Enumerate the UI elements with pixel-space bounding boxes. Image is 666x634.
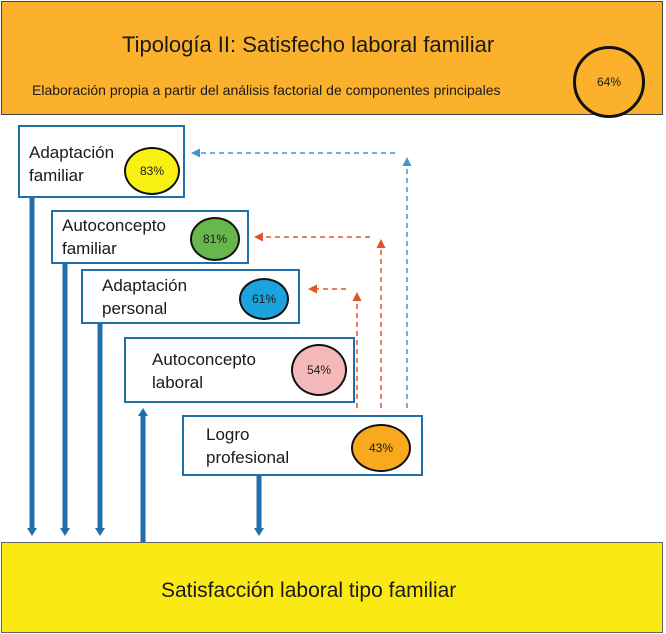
box-adaptacion-personal-label: Adaptación personal — [102, 276, 188, 318]
box-adaptacion-familiar: Adaptación familiar 83% — [18, 125, 185, 198]
box-autoconcepto-laboral-percent-badge: 54% — [291, 344, 347, 396]
header-percent: 64% — [596, 75, 622, 89]
box-autoconcepto-familiar-percent-badge: 81% — [190, 217, 240, 261]
box-adaptacion-familiar-percent: 83% — [139, 164, 165, 178]
box-autoconcepto-laboral: Autoconcepto laboral 54% — [124, 337, 355, 403]
footer-label: Satisfacción laboral tipo familiar — [161, 579, 457, 602]
box-adaptacion-personal-percent: 61% — [251, 292, 277, 306]
diagram-subtitle: Elaboración propia a partir del análisis… — [32, 82, 501, 98]
box-autoconcepto-familiar: Autoconcepto familiar 81% — [51, 210, 249, 264]
box-logro-profesional-percent-badge: 43% — [351, 424, 411, 472]
box-logro-profesional: Logro profesional 43% — [182, 415, 423, 476]
box-autoconcepto-laboral-label: Autoconcepto laboral — [152, 350, 256, 392]
diagram-footer: Satisfacción laboral tipo familiar — [1, 542, 663, 633]
box-adaptacion-familiar-percent-badge: 83% — [124, 147, 180, 195]
box-autoconcepto-laboral-percent: 54% — [306, 363, 332, 377]
box-adaptacion-personal-percent-badge: 61% — [239, 278, 289, 320]
solid-arrows — [27, 198, 264, 542]
box-logro-profesional-label: Logro profesional — [206, 425, 290, 467]
dashed-blue-arrows — [191, 148, 412, 408]
diagram-title: Tipología II: Satisfecho laboral familia… — [122, 32, 495, 57]
box-adaptacion-personal: Adaptación personal 61% — [81, 269, 300, 324]
dashed-orange-arrows — [254, 232, 386, 408]
diagram-header: Tipología II: Satisfecho laboral familia… — [1, 1, 663, 118]
box-adaptacion-familiar-label: Adaptación familiar — [29, 143, 115, 185]
box-logro-profesional-percent: 43% — [368, 441, 394, 455]
box-autoconcepto-familiar-percent: 81% — [202, 232, 228, 246]
header-percent-badge: 64% — [573, 46, 645, 118]
box-autoconcepto-familiar-label: Autoconcepto familiar — [62, 216, 166, 258]
